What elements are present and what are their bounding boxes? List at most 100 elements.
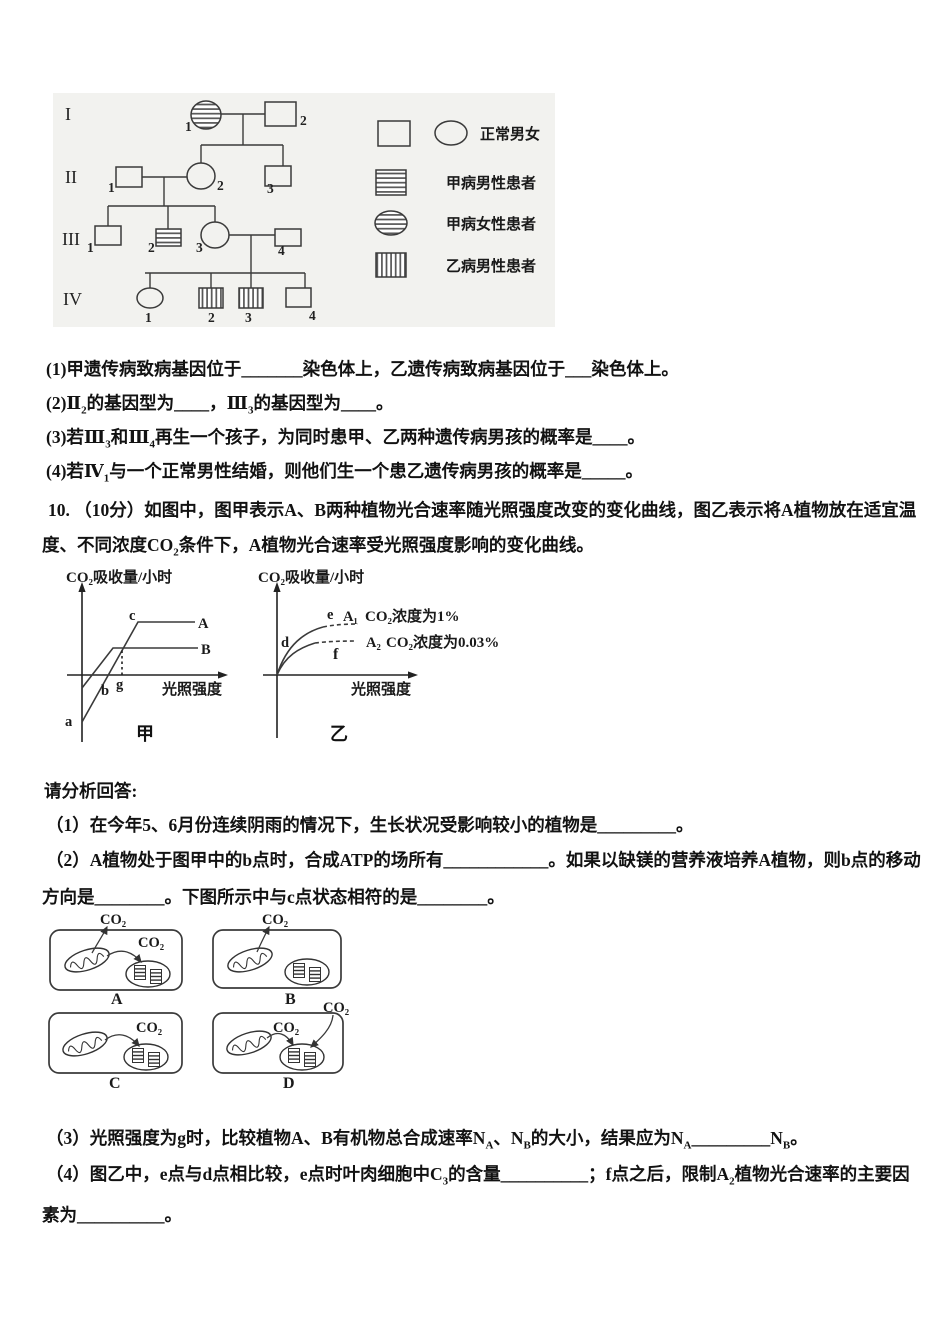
- co2-arrow-mito-to-outside: [256, 925, 270, 953]
- yi-curve-A1: [276, 626, 324, 676]
- individual-number: 1: [87, 240, 94, 255]
- individual-number: 3: [196, 240, 203, 255]
- graph-jia-figure: CO₂吸收量/小时 A B a b c g 光照强度 甲: [55, 568, 270, 753]
- pedigree-individual-IV4-normal-male: 4: [285, 287, 316, 323]
- legend-male-a-label: 甲病男性患者: [446, 174, 536, 192]
- pedigree-individual-III3-normal-female: 3: [196, 221, 230, 255]
- individual-number: 4: [278, 243, 285, 258]
- yi-caption: 乙: [330, 724, 348, 744]
- individual-number: 1: [108, 180, 115, 195]
- co2-label-out: CO₂: [100, 912, 126, 928]
- legend-normal-label: 正常男女: [480, 125, 540, 143]
- cell-option-label: A: [111, 991, 123, 1008]
- cell-option-label: B: [285, 991, 296, 1008]
- legend-normal-female-symbol: [434, 120, 468, 146]
- yi-point-e: e: [327, 607, 334, 623]
- q9-part-1: (1)甲遗传病致病基因位于_______染色体上，乙遗传病致病基因位于___染色…: [46, 359, 679, 379]
- legend-normal-male-symbol: [377, 120, 411, 147]
- jia-y-axis-arrow: [78, 582, 86, 592]
- graph-yi-figure: CO₂吸收量/小时 e A₁ CO₂浓度为1% A₂ CO₂浓度为0.03% d…: [255, 568, 575, 753]
- individual-number: 1: [185, 119, 192, 134]
- yi-curve-A1-dashed: [322, 623, 359, 628]
- jia-label-B: B: [201, 642, 211, 658]
- pedigree-individual-III4-normal-male: 4: [274, 228, 302, 258]
- individual-number: 2: [300, 113, 307, 128]
- jia-point-g: g: [116, 677, 124, 693]
- jia-y-axis-label: CO₂吸收量/小时: [66, 568, 172, 586]
- yi-curve1-name: A₁: [343, 609, 358, 625]
- individual-number: 4: [309, 308, 316, 323]
- generation-label-4: IV: [63, 289, 82, 309]
- jia-curve-A: [81, 621, 195, 723]
- jia-x-axis-arrow: [218, 671, 228, 679]
- co2-label-inner: CO₂: [138, 935, 164, 951]
- yi-y-axis-arrow: [273, 582, 281, 592]
- yi-curve-A2: [276, 642, 316, 676]
- jia-axes: [67, 589, 221, 742]
- co2-arrow-mito-to-chloro: [106, 950, 142, 963]
- co2-arrow-mito-to-chloro: [266, 1032, 294, 1047]
- co2-arrow-outside-to-chloro: [310, 1014, 334, 1048]
- pedigree-figure: I II III IV: [53, 93, 555, 327]
- co2-arrow-mito-to-chloro: [104, 1034, 140, 1047]
- q9-part-4: (4)若Ⅳ1与一个正常男性结婚，则他们生一个患乙遗传病男孩的概率是_____。: [46, 461, 644, 485]
- jia-point-a: a: [65, 714, 73, 730]
- yi-curve2-desc: CO₂浓度为0.03%: [386, 633, 499, 651]
- cell-options-figure: CO₂ CO₂ A CO₂ B CO₂: [45, 908, 355, 1096]
- legend-male-b-symbol: [375, 252, 407, 278]
- pedigree-individual-III2-affected-male-a: 2: [148, 228, 182, 255]
- q9-part-2: (2)Ⅱ2的基因型为____，Ⅲ3的基因型为____。: [46, 393, 394, 417]
- co2-label-inner: CO₂: [273, 1020, 299, 1036]
- yi-point-f: f: [333, 646, 339, 663]
- legend-male-a-symbol: [375, 169, 407, 196]
- q10-intro-line-1: 10. （10分）如图中，图甲表示A、B两种植物光合速率随光照强度改变的变化曲线…: [48, 500, 917, 520]
- pedigree-individual-II1-normal-male: 1: [108, 166, 143, 195]
- q10-intro-line-2: 度、不同浓度CO2条件下，A植物光合速率受光照强度影响的变化曲线。: [42, 535, 594, 559]
- pedigree-individual-IV2-affected-male-b: 2: [198, 287, 224, 325]
- q10-part-1: （1）在今年5、6月份连续阴雨的情况下，生长状况受影响较小的植物是_______…: [46, 815, 694, 835]
- cell-option-B: CO₂ B: [212, 912, 342, 1008]
- yi-axes: [263, 589, 411, 738]
- yi-x-axis-label: 光照强度: [350, 680, 412, 698]
- q10-part-2-line-2: 方向是________。下图所示中与c点状态相符的是________。: [42, 887, 505, 907]
- jia-point-c: c: [129, 608, 136, 624]
- pedigree-individual-I1-affected-female: 1: [185, 100, 222, 134]
- generation-label-1: I: [65, 104, 71, 124]
- co2-label-inner: CO₂: [136, 1020, 162, 1036]
- jia-point-b: b: [101, 683, 109, 699]
- q10-part-3: （3）光照强度为g时，比较植物A、B有机物总合成速率NA、NB的大小，结果应为N…: [46, 1128, 808, 1152]
- graph-yi-svg: CO₂吸收量/小时 e A₁ CO₂浓度为1% A₂ CO₂浓度为0.03% d…: [258, 568, 499, 744]
- co2-label-out: CO₂: [323, 1000, 349, 1016]
- q10-part-2-line-1: （2）A植物处于图甲中的b点时，合成ATP的场所有____________。如果…: [46, 850, 921, 870]
- legend-male-b-label: 乙病男性患者: [446, 257, 536, 275]
- jia-curve-B: [81, 647, 198, 689]
- yi-curve1-desc: CO₂浓度为1%: [365, 607, 460, 625]
- generation-label-2: II: [65, 167, 77, 187]
- pedigree-individual-IV1-normal-female: 1: [136, 287, 164, 325]
- q10-analysis-prompt: 请分析回答:: [44, 781, 138, 801]
- cell-option-C: CO₂ C: [48, 1012, 183, 1092]
- legend-female-a-label: 甲病女性患者: [446, 215, 536, 233]
- pedigree-individual-III1-normal-male: 1: [87, 225, 122, 255]
- individual-number: 2: [217, 178, 224, 193]
- individual-number: 2: [148, 240, 155, 255]
- cell-option-A: CO₂ CO₂ A: [49, 912, 183, 1008]
- cell-option-label: D: [283, 1075, 295, 1092]
- jia-x-axis-label: 光照强度: [161, 680, 223, 698]
- yi-curve-A2-dashed: [314, 640, 356, 644]
- individual-number: 1: [145, 310, 152, 325]
- co2-arrow-mito-to-outside: [91, 925, 108, 954]
- cell-option-label: C: [109, 1075, 121, 1092]
- jia-caption: 甲: [136, 724, 154, 744]
- q10-part-4-line-1: （4）图乙中，e点与d点相比较，e点时叶肉细胞中C3的含量__________；…: [46, 1164, 910, 1188]
- legend-female-a-symbol: [374, 210, 408, 236]
- jia-label-A: A: [198, 616, 209, 632]
- individual-number: 3: [245, 310, 252, 325]
- individual-number: 2: [208, 310, 215, 325]
- q9-part-3: (3)若Ⅲ3和Ⅲ4再生一个孩子，为同时患甲、乙两种遗传病男孩的概率是____。: [46, 427, 646, 451]
- yi-point-d: d: [281, 635, 289, 651]
- individual-number: 3: [267, 181, 274, 196]
- q10-part-4-line-2: 素为__________。: [42, 1205, 182, 1225]
- co2-label-out: CO₂: [262, 912, 288, 928]
